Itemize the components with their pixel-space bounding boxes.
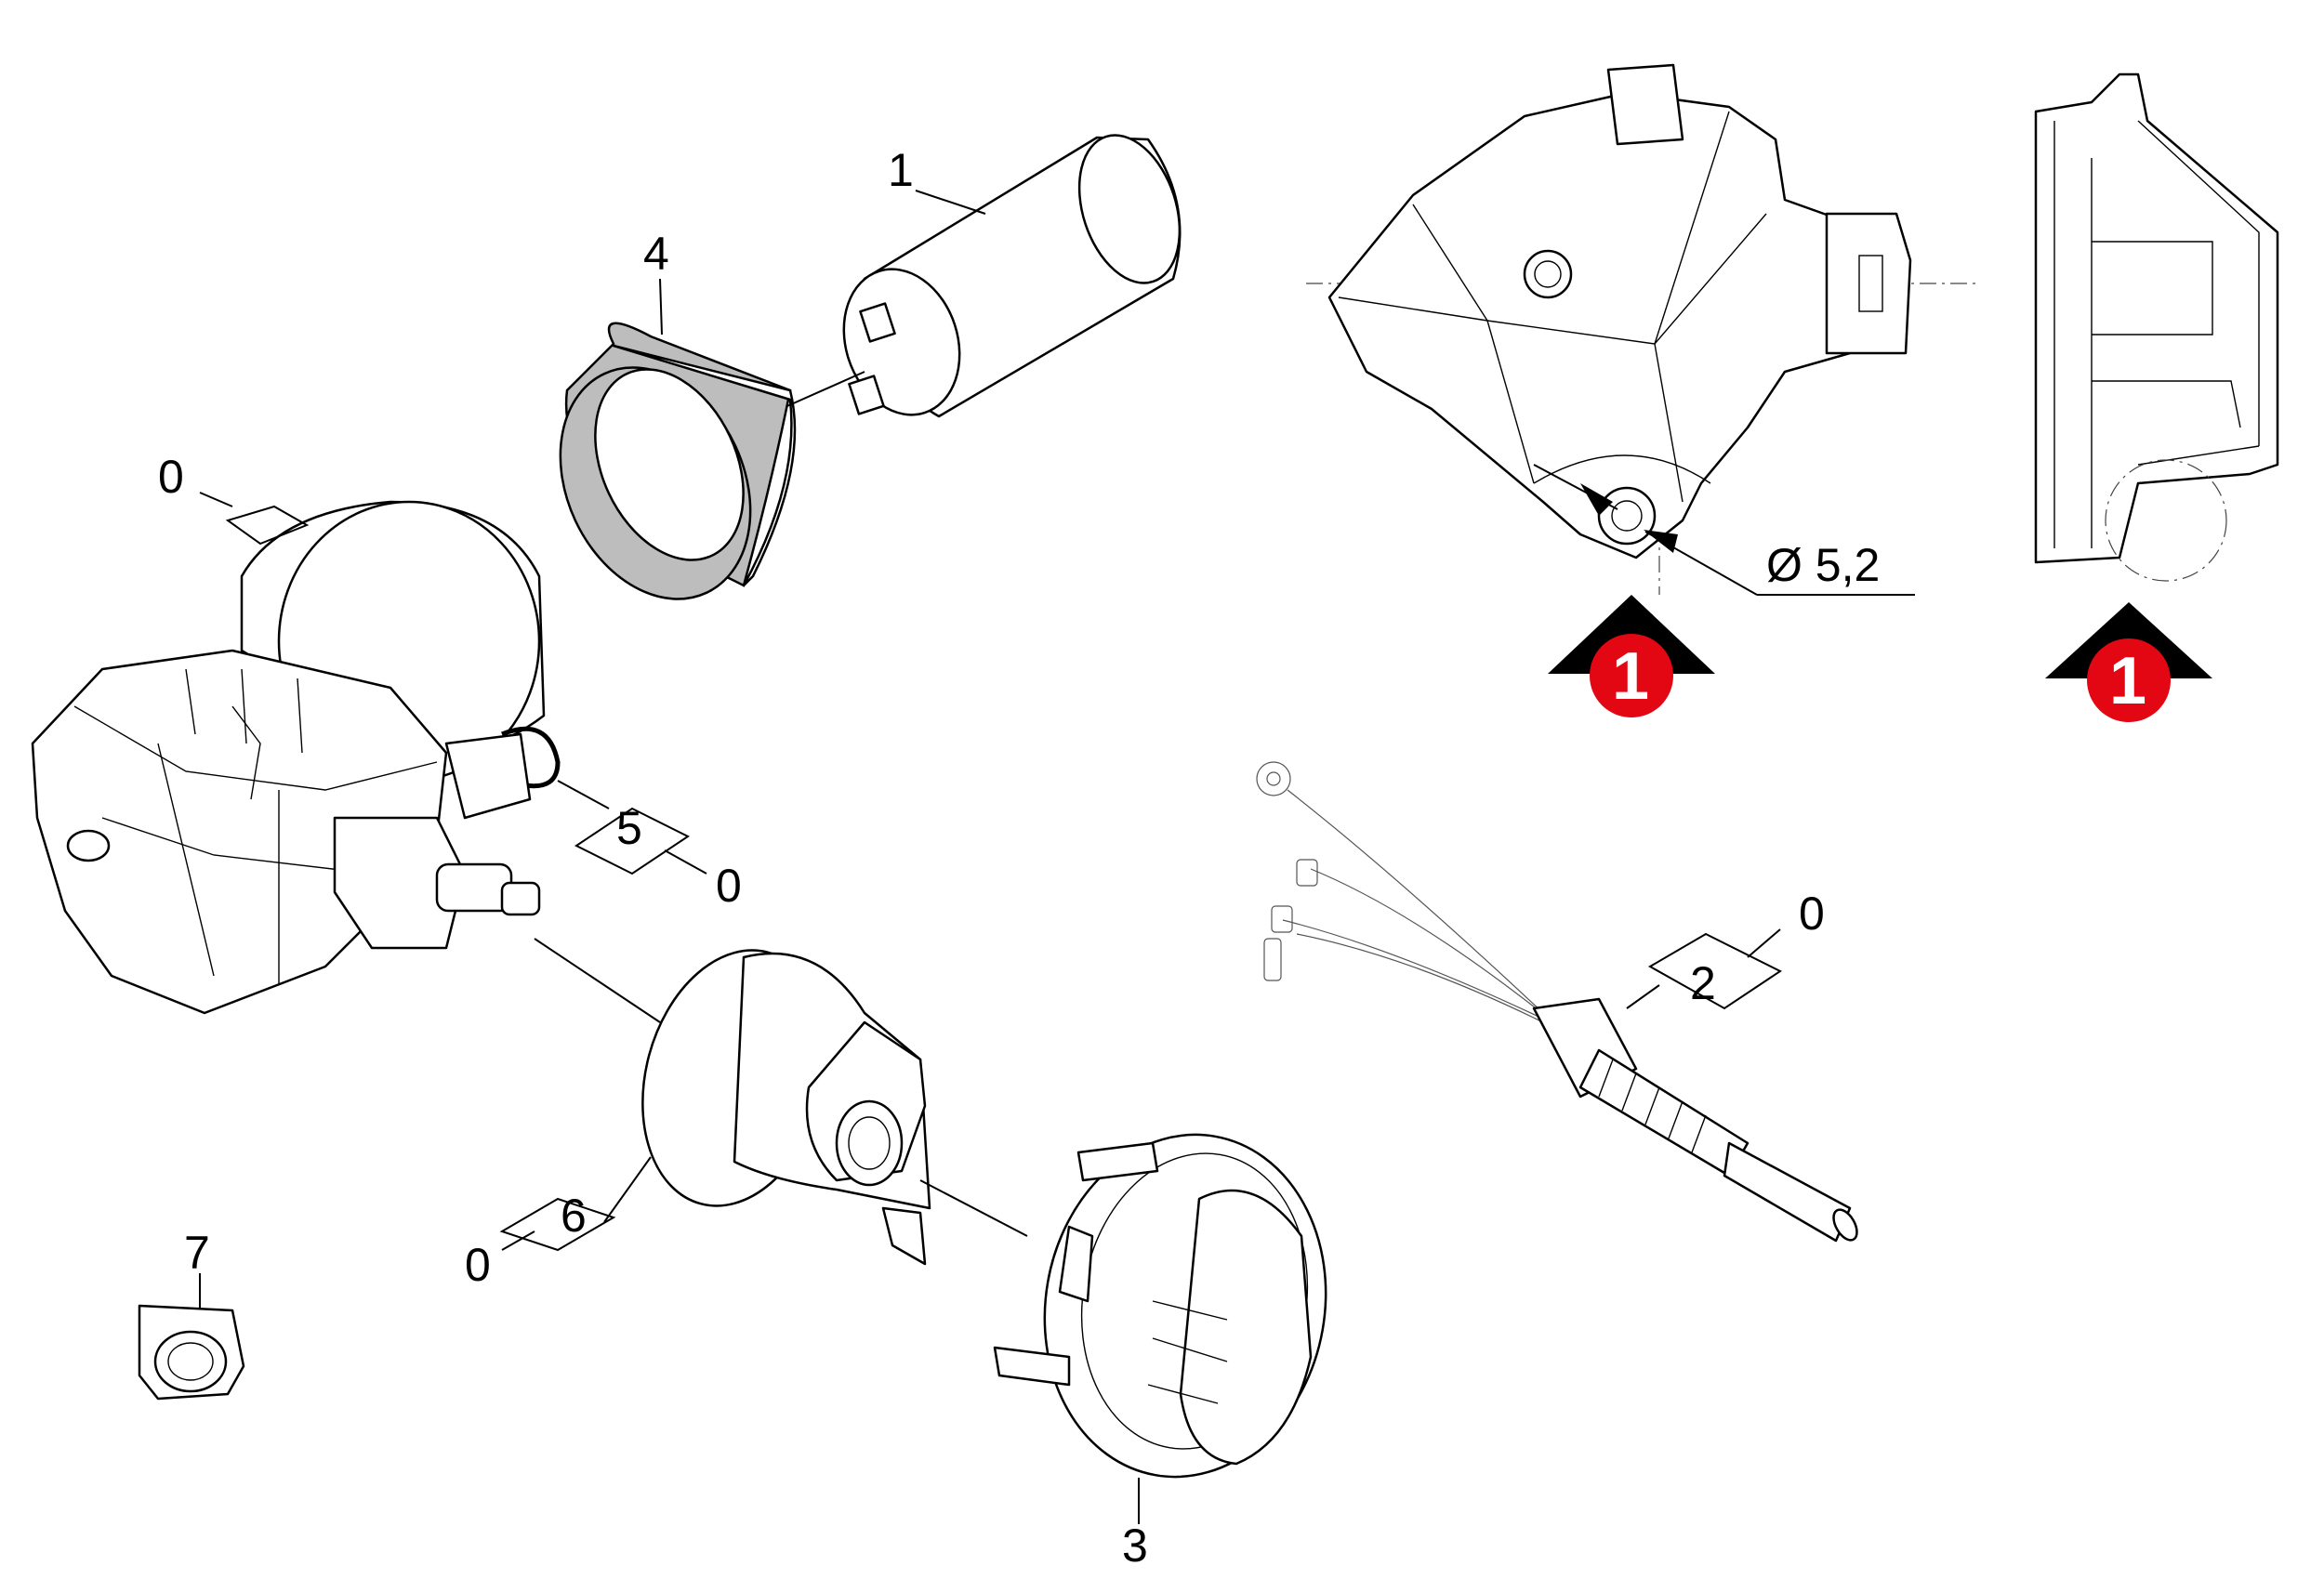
callout-2: 2 (1690, 957, 1716, 1009)
callout-0-cable: 0 (1799, 888, 1825, 940)
svg-text:1: 1 (2109, 644, 2146, 718)
leader-line-6 (603, 1156, 652, 1223)
switch-housing-part (641, 949, 1028, 1266)
callout-6: 6 (561, 1190, 587, 1242)
callout-5: 5 (616, 802, 642, 854)
power-cable-part (1256, 761, 1858, 1243)
callout-1: 1 (888, 144, 914, 196)
leader-line-0-ring (664, 849, 707, 875)
bracket-0-motor (225, 505, 310, 546)
detail-view-front (1306, 63, 1980, 596)
bracket-5 (574, 807, 690, 875)
bracket-2 (1647, 932, 1782, 1010)
leader-line-1 (915, 190, 986, 215)
leader-line-0-motor (199, 492, 233, 507)
leader-line-0-valve (501, 1230, 535, 1251)
bracket-6 (499, 1197, 616, 1252)
grommet-part (138, 1304, 245, 1401)
leader-line-2 (1626, 984, 1660, 1009)
detail-view-section (2034, 72, 2279, 582)
leader-line-5 (557, 780, 610, 809)
selector-knob-part (993, 1133, 1327, 1479)
leader-line-4 (659, 278, 663, 336)
callout-0-motor: 0 (158, 451, 184, 503)
svg-text:1: 1 (1612, 639, 1649, 714)
capacitor-part (780, 134, 1182, 418)
sleeve-ring-part (559, 322, 797, 600)
callout-3: 3 (1122, 1520, 1148, 1572)
diameter-dimension: Ø 5,2 (1766, 539, 1880, 591)
detail-marker-1-section: 1 (2045, 602, 2212, 722)
callout-0-valve: 0 (465, 1239, 491, 1291)
detail-marker-1-front: 1 (1548, 595, 1715, 717)
leader-line-0-cable (1747, 928, 1781, 958)
motor-pump-assembly (31, 500, 661, 1023)
callout-0-ring: 0 (716, 860, 742, 912)
callout-4: 4 (643, 228, 669, 280)
callout-7: 7 (184, 1227, 210, 1279)
